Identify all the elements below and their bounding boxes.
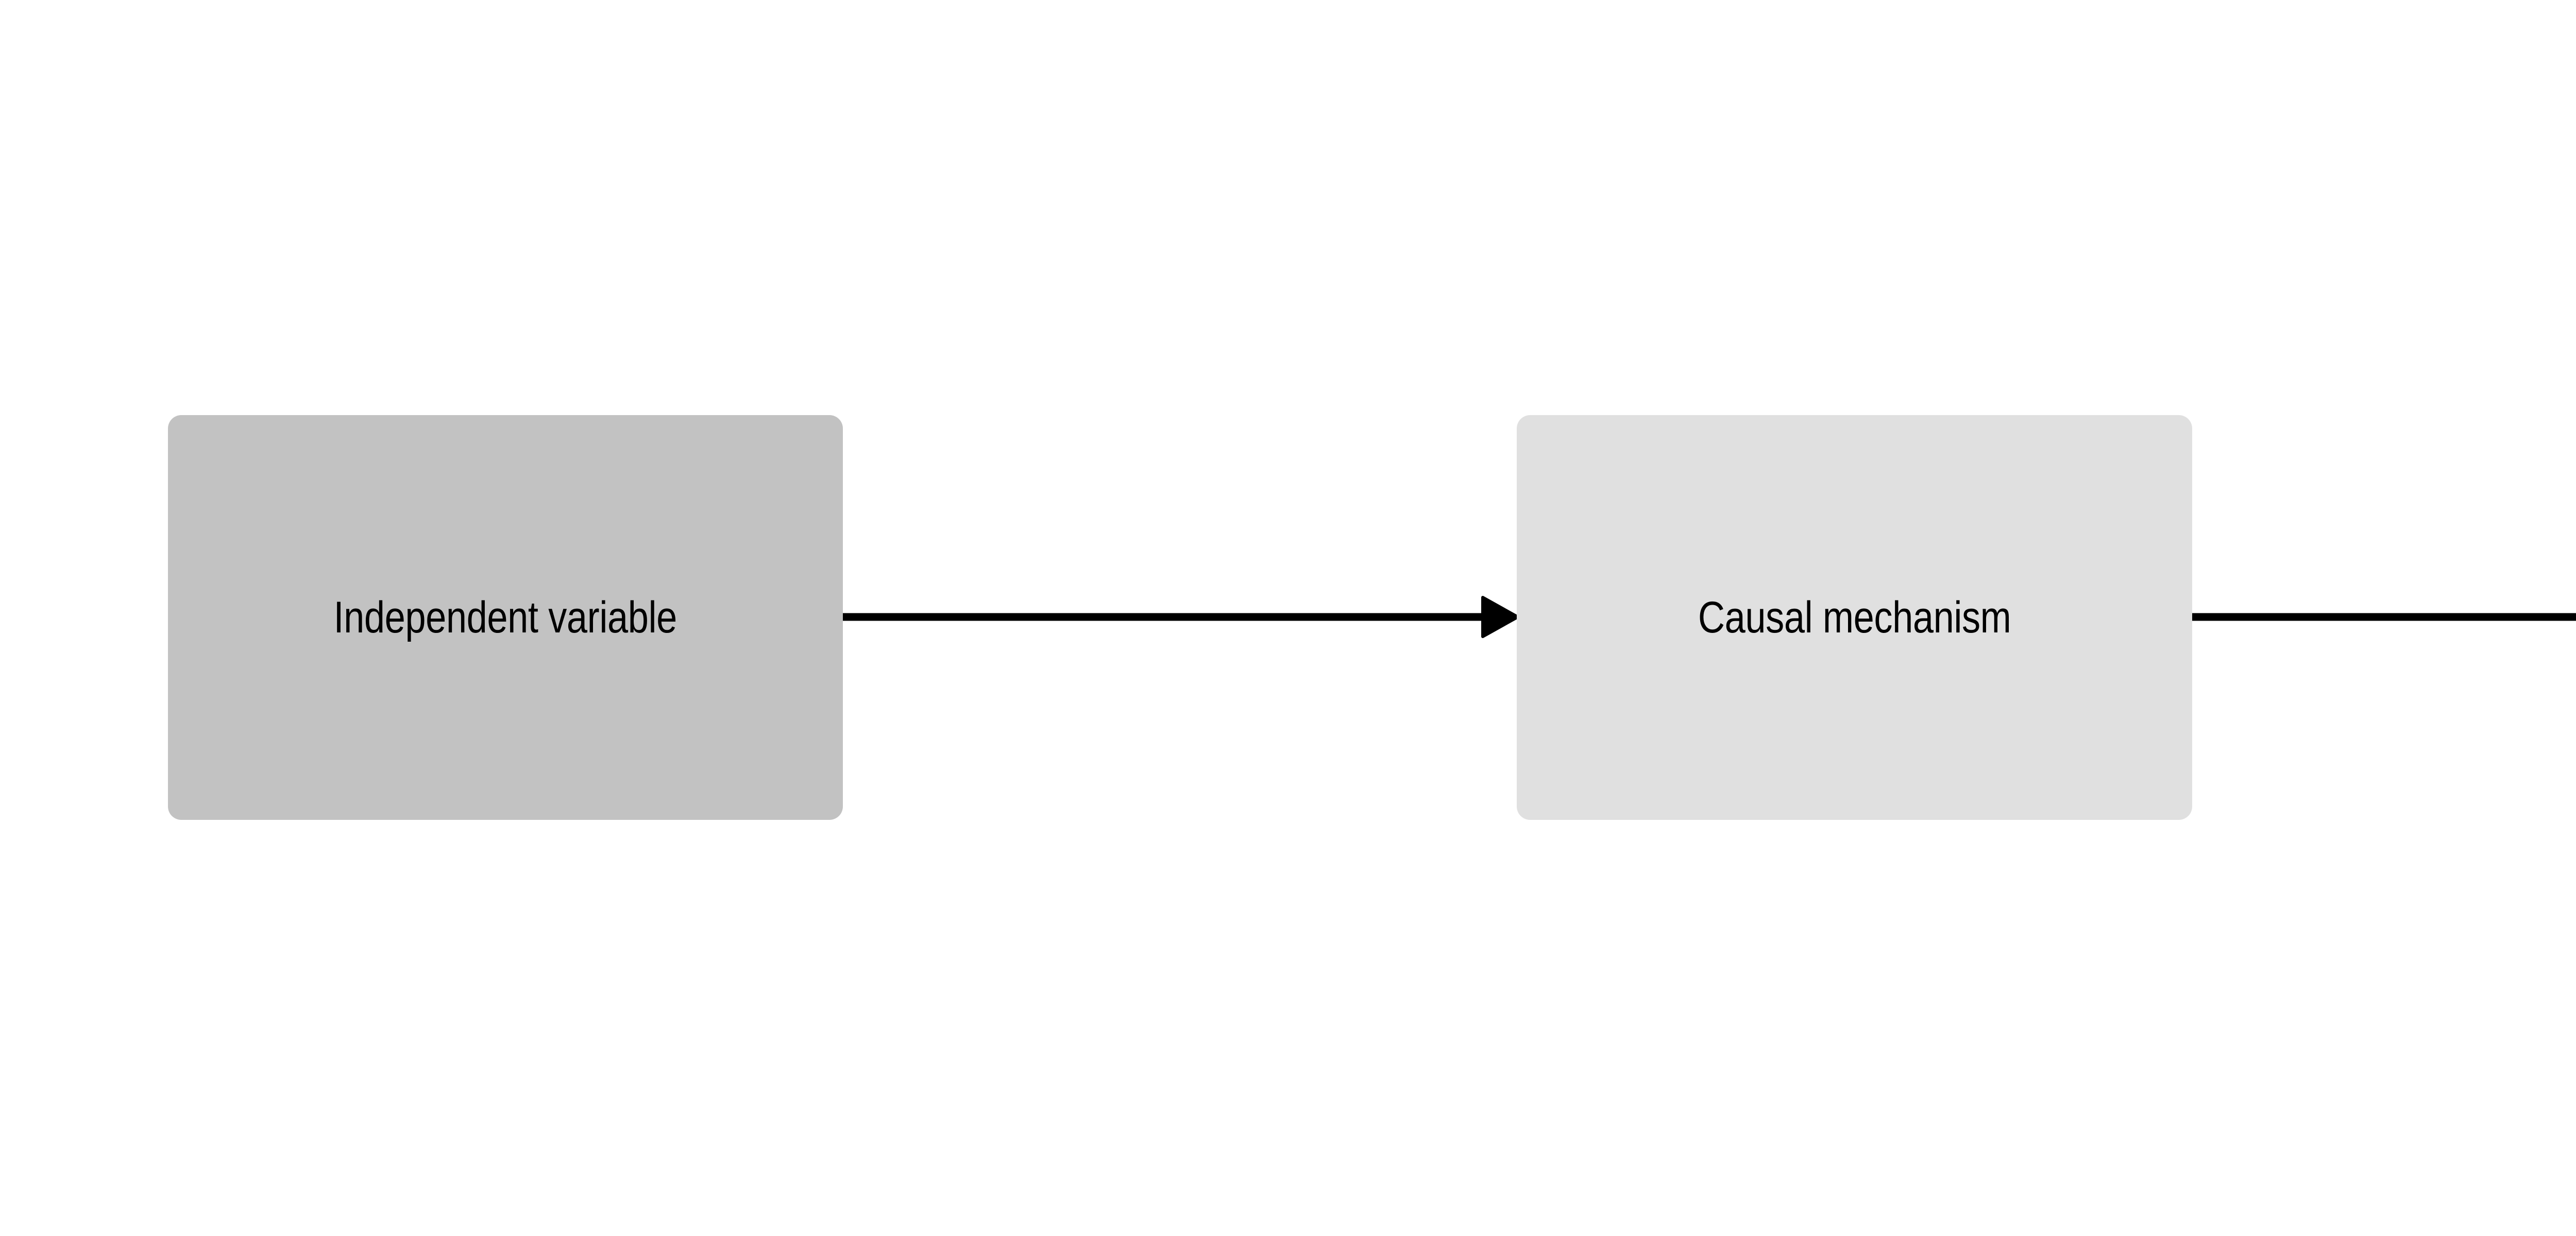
node-causal-mechanism[interactable]: Causal mechanism <box>1517 415 2192 820</box>
edge-independent-to-causal <box>837 596 1519 638</box>
node-label: Causal mechanism <box>1698 593 2011 642</box>
arrowhead-icon <box>1481 596 1519 638</box>
node-independent-variable[interactable]: Independent variable <box>168 415 843 820</box>
edge-causal-to-dependent <box>2185 613 2576 621</box>
node-label: Independent variable <box>333 593 677 642</box>
